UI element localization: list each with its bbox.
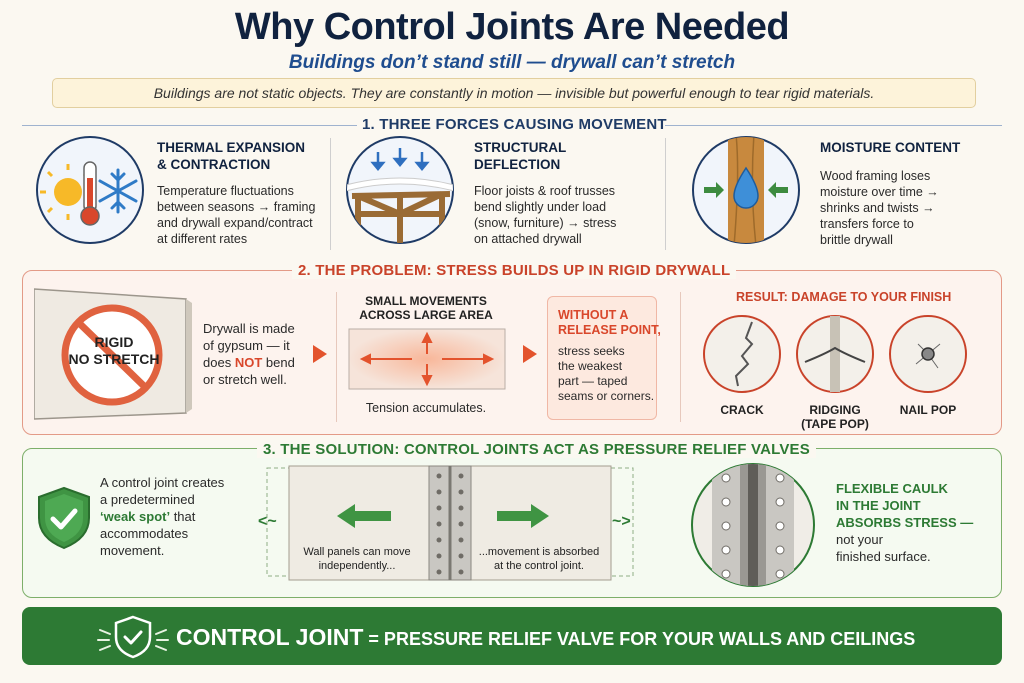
page-title: Why Control Joints Are Needed	[234, 6, 790, 48]
rigid-drywall-sign-icon	[34, 288, 192, 420]
water-drop-wood-icon	[692, 136, 800, 244]
nail-pop-label: NAIL POP	[899, 403, 957, 417]
intro-banner: Buildings are not static objects. They a…	[52, 78, 976, 108]
red-arrow-right-icon-2	[523, 345, 537, 363]
red-arrow-right-icon	[313, 345, 327, 363]
joint-closeup-icon	[691, 463, 815, 587]
crack-label: CRACK	[720, 403, 764, 417]
tension-panel-icon	[348, 328, 506, 390]
section2-divider	[336, 292, 337, 422]
result-heading: RESULT: DAMAGE TO YOUR FINISH	[736, 290, 952, 304]
force-thermal-title: THERMAL EXPANSION& CONTRACTION	[157, 140, 306, 172]
section1-heading: 1. Three Forces Causing Movement	[362, 116, 667, 133]
section1-divider-2	[665, 138, 666, 250]
section1-divider-1	[330, 138, 331, 250]
shield-check-icon	[38, 486, 90, 550]
summary-banner	[22, 607, 1002, 665]
page-subtitle: Buildings don’t stand still — drywall ca…	[288, 52, 736, 73]
nail-pop-icon	[889, 315, 967, 393]
wall-panels-diagram	[266, 465, 634, 581]
crack-icon	[703, 315, 781, 393]
tension-text: Tension accumulates.	[365, 401, 487, 415]
section1-rule-left	[22, 125, 357, 126]
release-point-box	[547, 296, 657, 420]
shield-check-banner-icon	[97, 615, 169, 659]
section3-heading: 3. The Solution: Control Joints Act as P…	[257, 441, 816, 458]
roof-truss-icon	[346, 136, 454, 244]
section2-heading: 2. The Problem: Stress Builds Up in Rigi…	[292, 262, 737, 279]
section2-divider-2	[680, 292, 681, 422]
control-joint-description: A control joint creates a predetermined …	[100, 475, 225, 558]
ridging-label: RIDGING(TAPE POP)	[801, 403, 869, 431]
thermometer-sun-snowflake-icon	[36, 136, 144, 244]
ridging-icon	[796, 315, 874, 393]
wave-right-icon: ~>	[612, 513, 631, 530]
drywall-description: Drywall is made of gypsum — it does NOT …	[203, 321, 295, 387]
force-moisture-title: MOISTURE CONTENT	[820, 140, 961, 155]
summary-text: CONTROL JOINT = PRESSURE RELIEF VALVE FO…	[176, 624, 916, 650]
section1-rule-right	[665, 125, 1002, 126]
